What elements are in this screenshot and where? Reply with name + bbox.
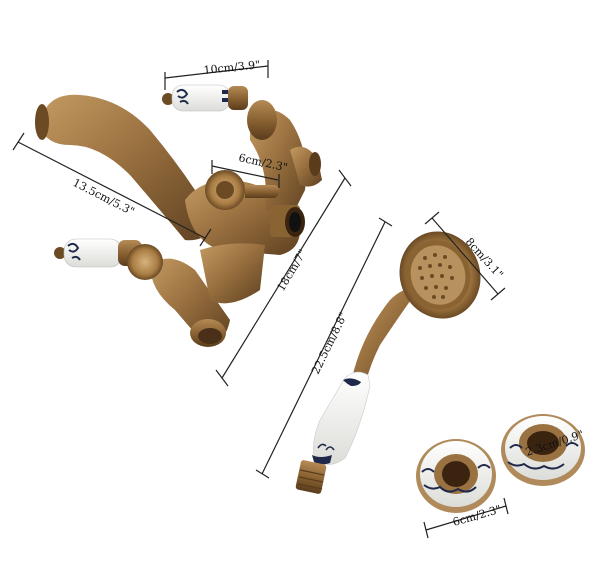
- hand-shower: [295, 231, 481, 494]
- faucet-body: [35, 94, 322, 347]
- lower-lever-handle: [54, 238, 163, 280]
- label-handle-span: 10cm/3.9": [203, 58, 261, 77]
- flange-left: [416, 439, 496, 513]
- shower-nozzles-icon: [418, 253, 454, 299]
- dimension-lines: [12, 60, 509, 539]
- upper-lever-handle: [162, 84, 248, 112]
- label-shower-length: 22.5cm/8.8": [309, 310, 350, 376]
- flange-right: [501, 414, 585, 486]
